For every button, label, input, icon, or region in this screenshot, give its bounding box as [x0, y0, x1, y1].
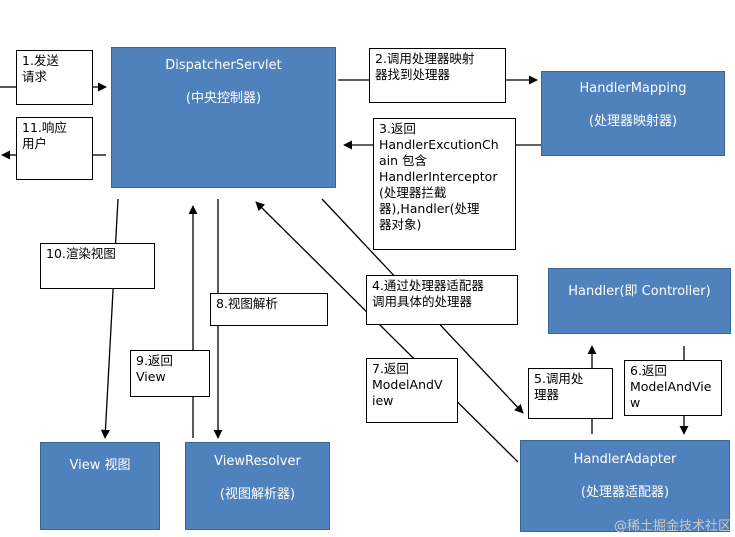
view-resolver-subtitle: (视图解析器): [219, 487, 296, 502]
dispatcher-servlet-box: DispatcherServlet (中央控制器): [111, 47, 336, 188]
handler-mapping-box: HandlerMapping (处理器映射器): [541, 71, 725, 156]
view-title: View 视图: [69, 458, 131, 473]
handler-mapping-subtitle: (处理器映射器): [588, 114, 678, 129]
handler-box: Handler(即 Controller): [548, 268, 731, 334]
view-resolver-box: ViewResolver (视图解析器): [185, 442, 330, 530]
step-11-label: 11.响应 用户: [16, 117, 93, 180]
step-4-label: 4.通过处理器适配器 调用具体的处理器: [366, 275, 518, 325]
step-9-label: 9.返回 View: [130, 350, 210, 397]
handler-adapter-subtitle: (处理器适配器): [580, 485, 670, 500]
view-resolver-title: ViewResolver: [214, 454, 301, 469]
step-5-label: 5.调用处 理器: [528, 368, 613, 419]
handler-title: Handler(即 Controller): [568, 284, 711, 299]
step-1-label: 1.发送 请求: [16, 50, 93, 105]
step-3-label: 3.返回 HandlerExcutionCh ain 包含 HandlerInt…: [373, 118, 516, 250]
dispatcher-servlet-title: DispatcherServlet: [165, 58, 282, 73]
step-8-label: 8.视图解析: [210, 293, 328, 326]
step-7-label: 7.返回 ModelAndV iew: [366, 358, 458, 423]
view-box: View 视图: [40, 442, 160, 530]
arrow-render-view: [100, 198, 119, 439]
step-6-label: 6.返回 ModelAndVie w: [624, 360, 722, 416]
handler-adapter-title: HandlerAdapter: [573, 452, 677, 467]
handler-adapter-box: HandlerAdapter (处理器适配器): [520, 440, 730, 532]
arrow-return-modelandview: [255, 201, 519, 463]
step-10-label: 10.渲染视图: [40, 243, 155, 289]
watermark: @稀土掘金技术社区: [613, 519, 731, 534]
handler-mapping-title: HandlerMapping: [579, 81, 687, 96]
dispatcher-servlet-subtitle: (中央控制器): [185, 91, 262, 106]
step-2-label: 2.调用处理器映射 器找到处理器: [369, 48, 506, 103]
